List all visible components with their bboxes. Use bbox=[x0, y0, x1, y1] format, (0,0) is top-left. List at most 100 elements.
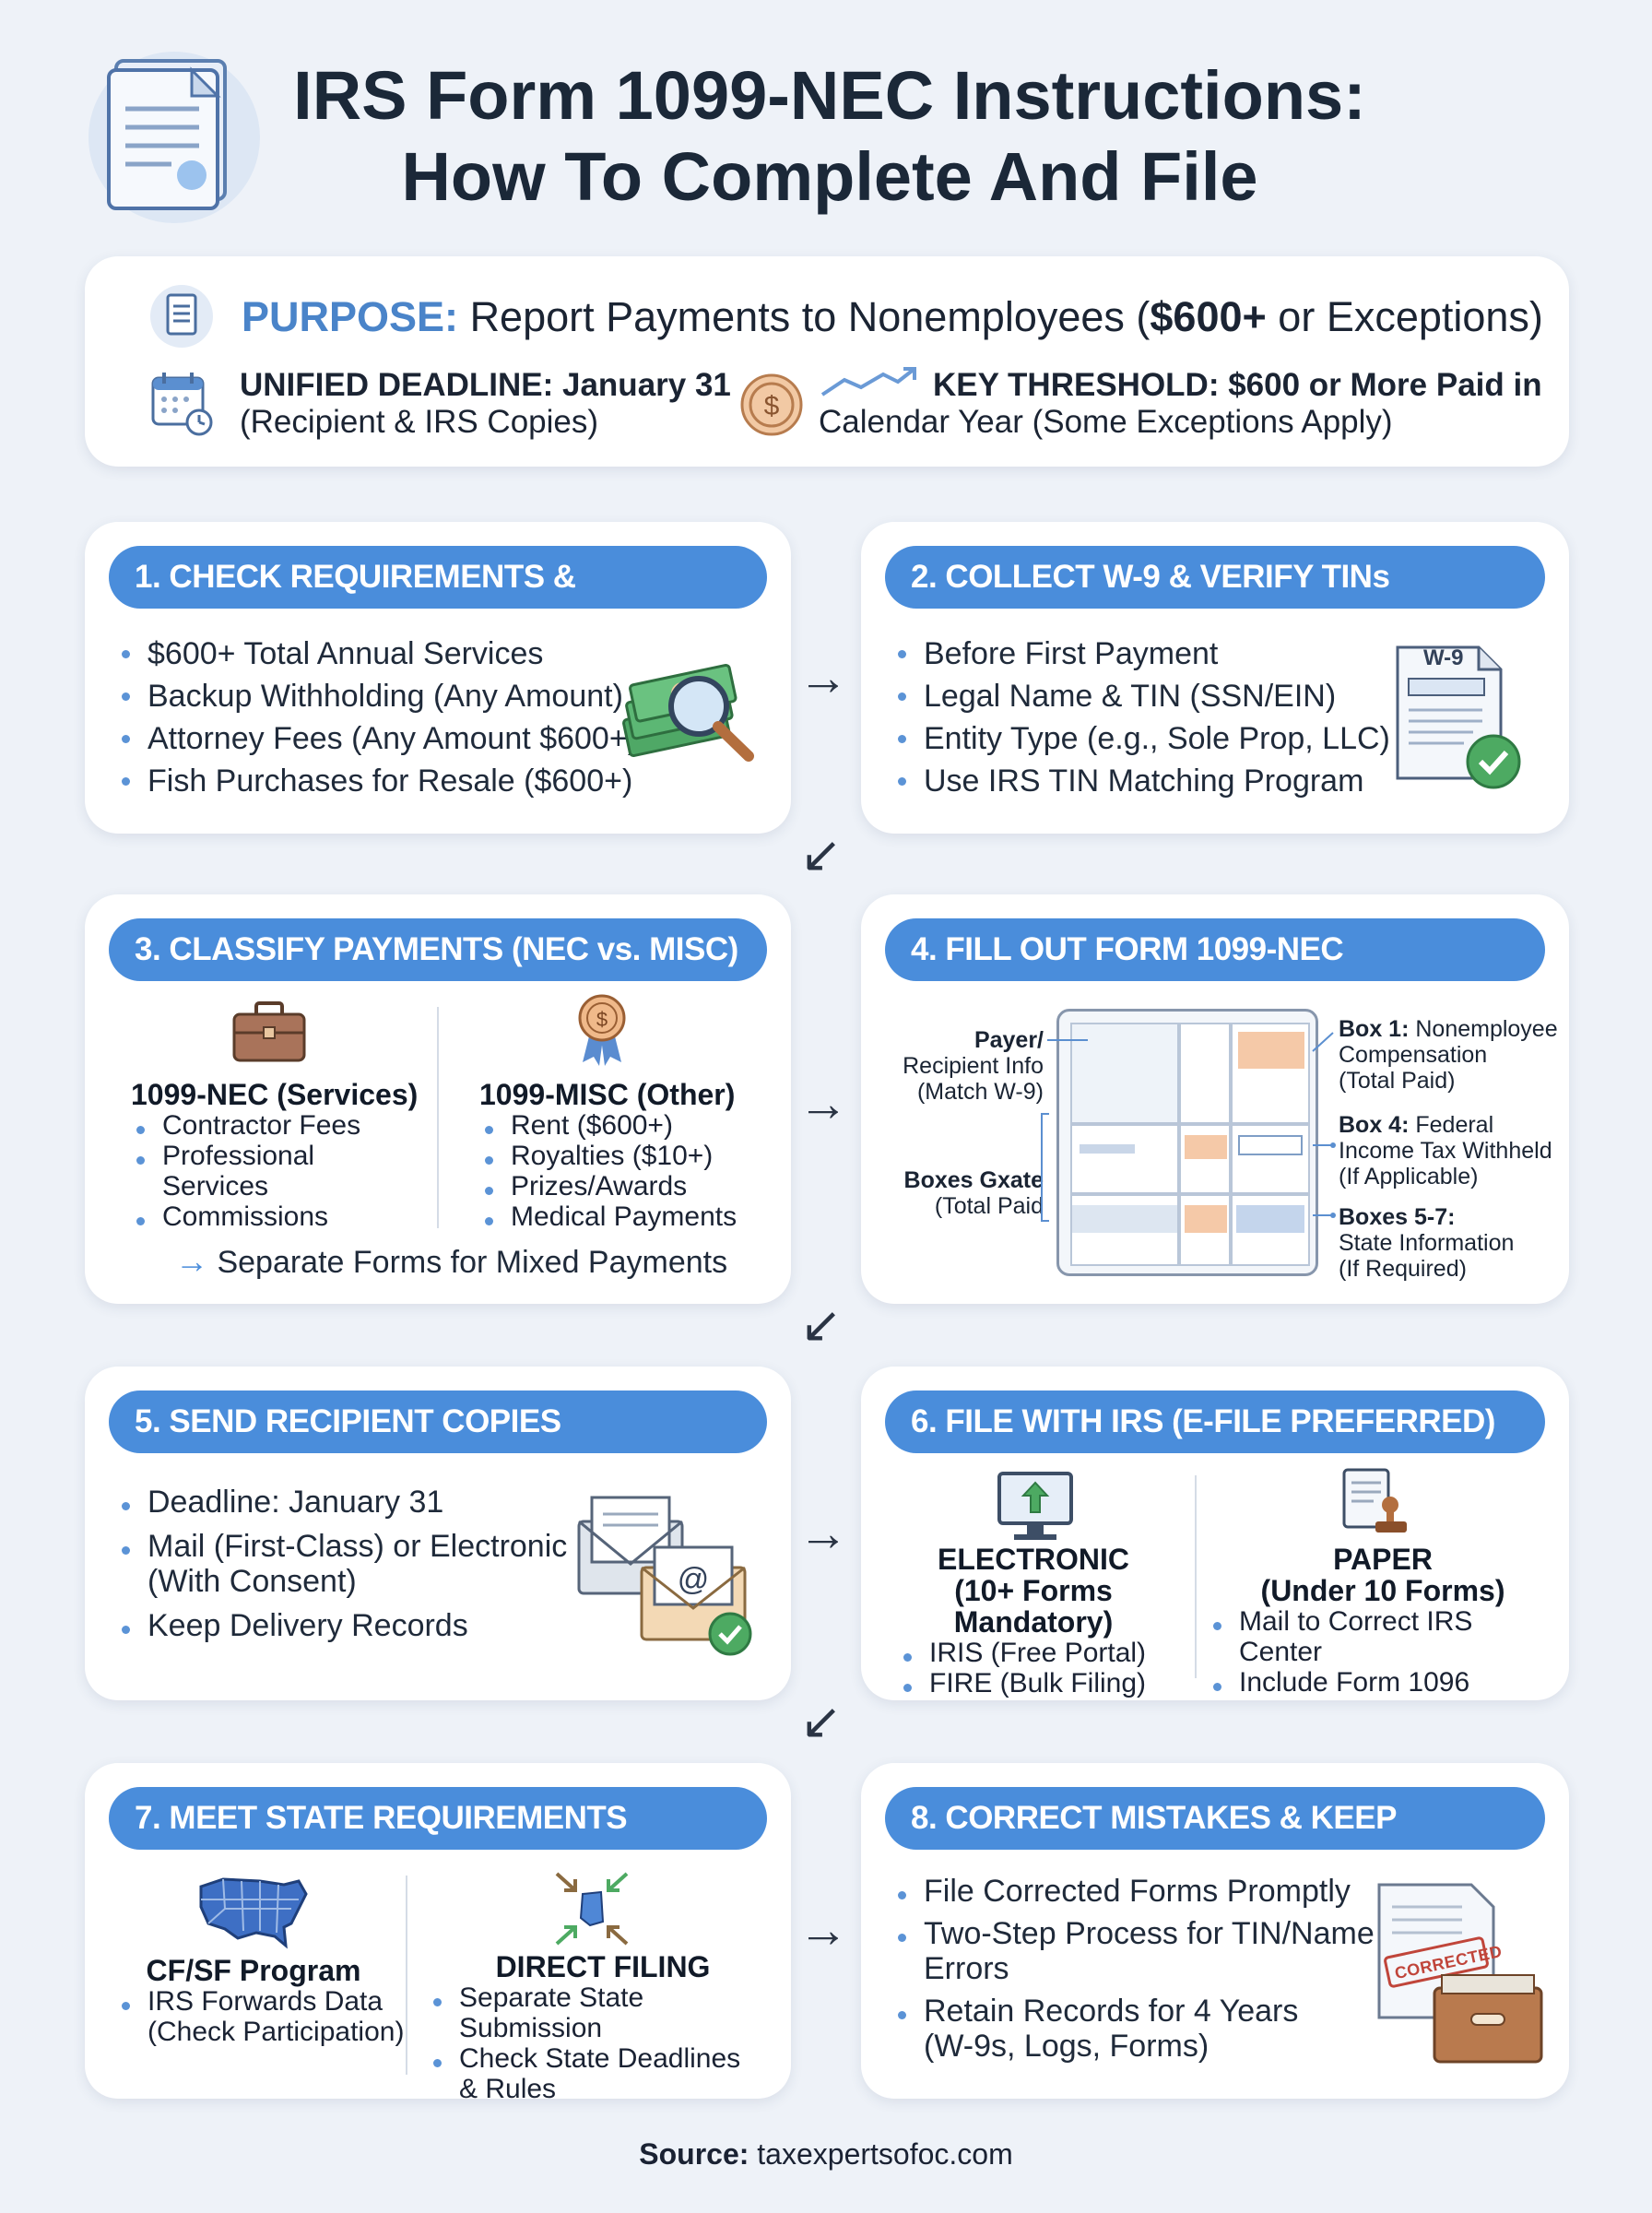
paper-column: PAPER (Under 10 Forms) Mail to Correct I… bbox=[1208, 1544, 1558, 1698]
svg-text:$: $ bbox=[596, 1008, 608, 1031]
purpose-text-pre: Report Payments to Nonemployees ( bbox=[469, 293, 1150, 340]
form-box bbox=[1179, 1124, 1231, 1194]
box-1-text: Nonemployee bbox=[1415, 1016, 1558, 1042]
computer-upload-icon bbox=[994, 1468, 1077, 1548]
w9-label: W-9 bbox=[1423, 645, 1464, 670]
arrow-right-icon: → bbox=[798, 1506, 848, 1561]
arrow-down-left-icon: ↙ bbox=[800, 1297, 843, 1353]
state-arrows-icon bbox=[549, 1866, 634, 1954]
title-line-2: How To Complete And File bbox=[401, 138, 1258, 215]
list-item: Royalties ($10+) bbox=[479, 1141, 774, 1171]
purpose-text-bold: $600+ bbox=[1150, 293, 1267, 340]
arrow-right-icon: → bbox=[175, 1242, 208, 1280]
step-1-title: 1. CHECK REQUIREMENTS & EXCEPTIONS bbox=[109, 546, 767, 657]
list-item: Deadline: January 31 bbox=[116, 1485, 567, 1520]
purpose-label: PURPOSE: bbox=[242, 293, 459, 340]
payer-label: Payer/ Recipient Info (Match W-9) bbox=[874, 1027, 1044, 1105]
paper-title: PAPER bbox=[1333, 1543, 1433, 1576]
electronic-list: IRIS (Free Portal) FIRE (Bulk Filing) bbox=[898, 1638, 1186, 1698]
stamp-document-icon bbox=[1337, 1464, 1414, 1546]
list-item: Mail (First-Class) or Electronic (With C… bbox=[116, 1529, 567, 1599]
money-magnifier-icon bbox=[618, 642, 765, 785]
arrow-down-left-icon: ↙ bbox=[800, 1694, 843, 1749]
list-item: IRIS (Free Portal) bbox=[898, 1638, 1186, 1668]
purpose-card: PURPOSE: Report Payments to Nonemployees… bbox=[85, 256, 1569, 467]
trend-chart-icon bbox=[819, 365, 920, 403]
misc-title: 1099-MISC (Other) bbox=[479, 1078, 736, 1111]
boxes-label-sub: (Total Paid bbox=[934, 1193, 1044, 1219]
list-item-cont: & Rules bbox=[459, 2074, 557, 2104]
box-1-line2: Compensation bbox=[1339, 1042, 1488, 1068]
arrow-right-icon: → bbox=[798, 1902, 848, 1958]
list-item: Commissions bbox=[131, 1201, 426, 1232]
box-4-line3: (If Applicable) bbox=[1339, 1164, 1479, 1189]
purpose-line: PURPOSE: Report Payments to Nonemployees… bbox=[242, 290, 1543, 345]
payer-label-bold: Payer/ bbox=[974, 1027, 1044, 1053]
calendar-icon bbox=[148, 369, 216, 442]
svg-text:@: @ bbox=[678, 1562, 710, 1597]
source-line: Source: taxexpertsofoc.com bbox=[0, 2137, 1652, 2172]
electronic-column: ELECTRONIC (10+ Forms Mandatory) IRIS (F… bbox=[881, 1544, 1186, 1698]
key-threshold: KEY THRESHOLD: $600 or More Paid in Cale… bbox=[819, 367, 1556, 441]
step-6-card: 6. FILE WITH IRS (E-FILE PREFERRED) ELEC… bbox=[861, 1367, 1569, 1700]
source-value: taxexpertsofoc.com bbox=[757, 2137, 1013, 2171]
misc-list: Rent ($600+) Royalties ($10+) Prizes/Awa… bbox=[479, 1110, 774, 1232]
form-box bbox=[1179, 1194, 1231, 1266]
step-3-card: 3. CLASSIFY PAYMENTS (NEC vs. MISC) 1099… bbox=[85, 894, 791, 1304]
arrow-right-icon: → bbox=[798, 650, 848, 705]
box-4-text: Federal bbox=[1415, 1112, 1494, 1138]
list-item: Professional Services bbox=[131, 1141, 426, 1201]
list-item-cont: Errors bbox=[924, 1951, 1009, 1986]
mixed-payments-note: → Separate Forms for Mixed Payments bbox=[175, 1243, 727, 1281]
mixed-note-text: Separate Forms for Mixed Payments bbox=[217, 1245, 728, 1280]
list-item-cont: (With Consent) bbox=[148, 1564, 357, 1599]
coin-icon: $ bbox=[739, 373, 804, 442]
box-5-7-line3: (If Required) bbox=[1339, 1256, 1467, 1282]
list-item: Use IRS TIN Matching Program bbox=[892, 760, 1390, 802]
step-5-list: Deadline: January 31 Mail (First-Class) … bbox=[116, 1485, 567, 1643]
usa-map-icon bbox=[195, 1872, 310, 1956]
step-2-list: Before First Payment Legal Name & TIN (S… bbox=[892, 633, 1390, 802]
source-label: Source: bbox=[639, 2137, 749, 2171]
list-item-text: Retain Records for 4 Years bbox=[924, 1994, 1299, 2029]
list-item-cont: (W-9s, Logs, Forms) bbox=[924, 2029, 1210, 2064]
step-1-list: $600+ Total Annual Services Backup Withh… bbox=[116, 633, 638, 802]
nec-column: 1099-NEC (Services) Contractor Fees Prof… bbox=[131, 1079, 426, 1232]
deadline-title: UNIFIED DEADLINE: January 31 bbox=[240, 367, 731, 403]
box-1-line3: (Total Paid) bbox=[1339, 1068, 1456, 1094]
step-8-title: 8. CORRECT MISTAKES & KEEP RECORDS bbox=[885, 1787, 1545, 1899]
direct-filing-list: Separate State Submission Check State De… bbox=[428, 1982, 787, 2104]
step-2-title: 2. COLLECT W-9 & VERIFY TINs bbox=[885, 546, 1545, 609]
document-icon bbox=[88, 52, 260, 223]
column-divider bbox=[406, 1876, 407, 2075]
box-5-7-label: Boxes 5-7: State Information (If Require… bbox=[1339, 1204, 1564, 1282]
list-item: Check State Deadlines & Rules bbox=[428, 2043, 787, 2104]
box-1-bold: Box 1: bbox=[1339, 1016, 1410, 1042]
box-5-7-line2: State Information bbox=[1339, 1230, 1515, 1256]
form-box bbox=[1070, 1194, 1179, 1266]
step-1-card: 1. CHECK REQUIREMENTS & EXCEPTIONS $600+… bbox=[85, 522, 791, 834]
list-item: FIRE (Bulk Filing) bbox=[898, 1668, 1186, 1698]
list-item: Legal Name & TIN (SSN/EIN) bbox=[892, 675, 1390, 717]
step-6-title: 6. FILE WITH IRS (E-FILE PREFERRED) bbox=[885, 1391, 1545, 1453]
threshold-sub: Calendar Year (Some Exceptions Apply) bbox=[819, 404, 1393, 440]
corrected-files-icon bbox=[1374, 1879, 1549, 2077]
title-line-1: IRS Form 1099-NEC Instructions: bbox=[293, 57, 1366, 134]
step-5-title: 5. SEND RECIPIENT COPIES bbox=[109, 1391, 767, 1453]
list-item: File Corrected Forms Promptly bbox=[892, 1874, 1375, 1909]
w9-form-icon bbox=[1390, 640, 1528, 801]
form-box bbox=[1070, 1124, 1179, 1194]
form-box-1 bbox=[1231, 1023, 1310, 1124]
payer-label-sub: (Match W-9) bbox=[916, 1079, 1044, 1105]
step-7-card: 7. MEET STATE REQUIREMENTS CF/SF Program… bbox=[85, 1763, 791, 2104]
step-2-card: 2. COLLECT W-9 & VERIFY TINs Before Firs… bbox=[861, 522, 1569, 834]
nec-title: 1099-NEC (Services) bbox=[131, 1078, 419, 1111]
svg-text:$: $ bbox=[764, 391, 780, 421]
direct-filing-column: DIRECT FILING Separate State Submission … bbox=[419, 1951, 787, 2104]
list-item: $600+ Total Annual Services bbox=[116, 633, 638, 675]
list-item: Attorney Fees (Any Amount $600+) bbox=[116, 717, 638, 760]
purpose-text-post: or Exceptions) bbox=[1266, 293, 1543, 340]
list-item: Mail to Correct IRS Center bbox=[1208, 1606, 1558, 1667]
list-item: Before First Payment bbox=[892, 633, 1390, 675]
list-item: Prizes/Awards bbox=[479, 1171, 774, 1201]
